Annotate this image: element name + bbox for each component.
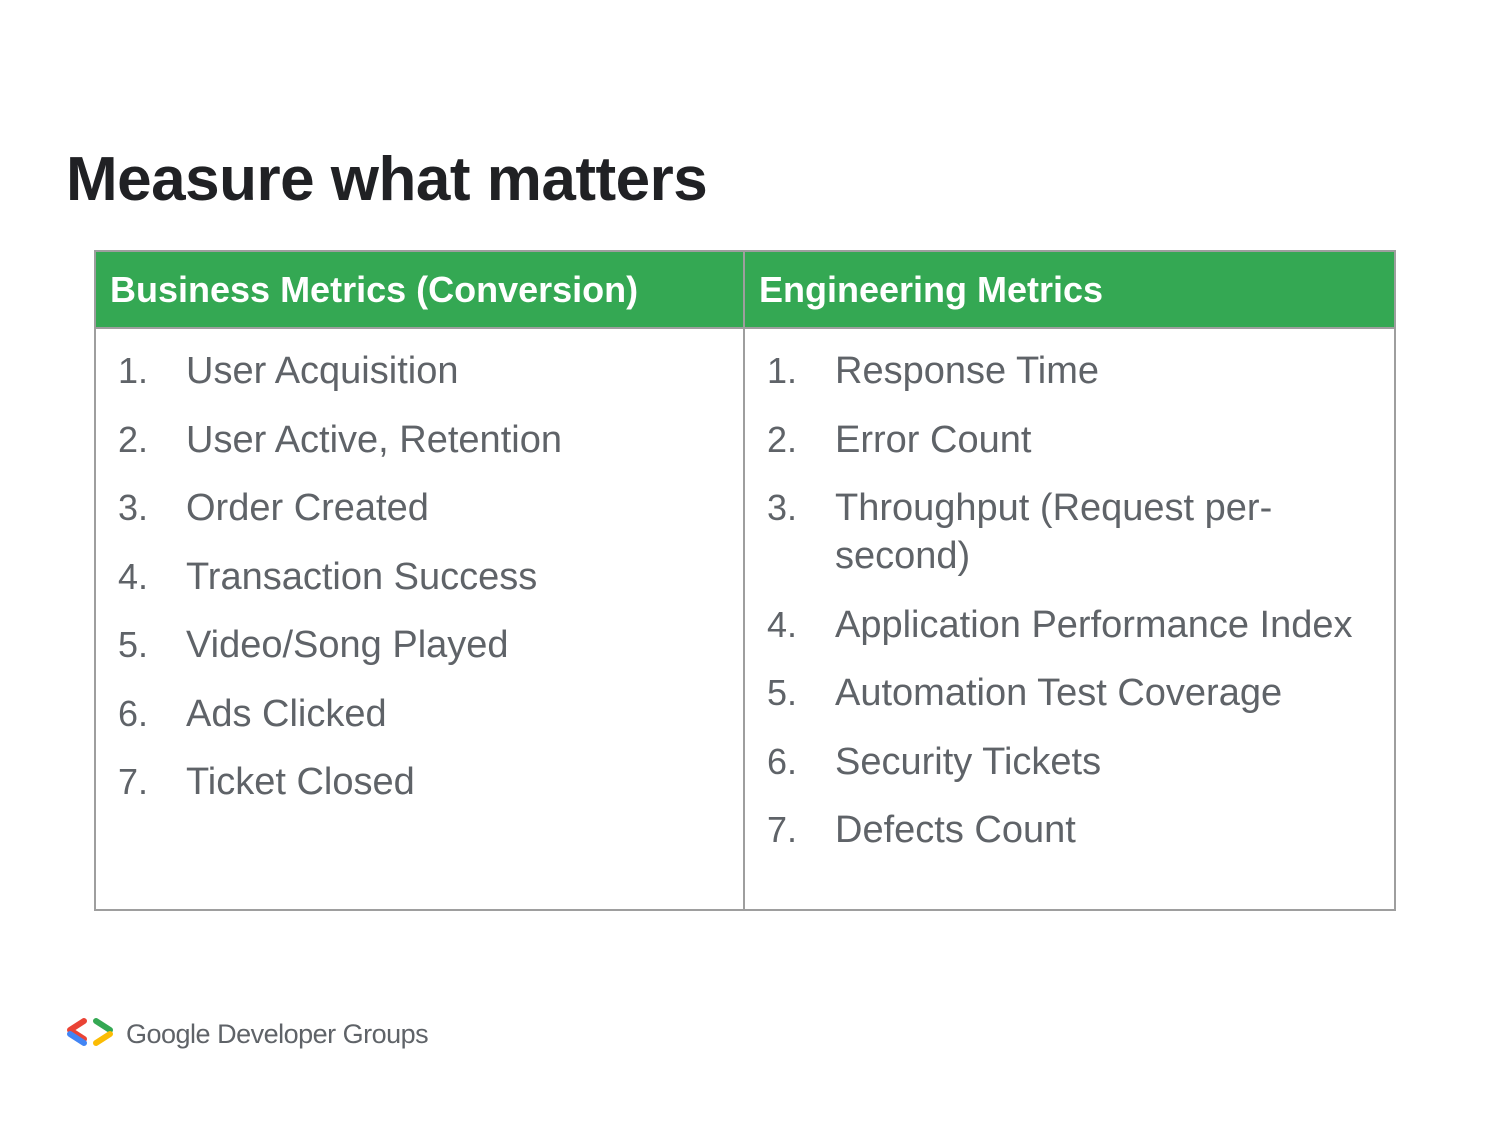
item-text: User Acquisition: [186, 350, 459, 392]
business-metrics-header: Business Metrics (Conversion): [94, 250, 745, 329]
business-metrics-cell: 1. User Acquisition 2. User Active, Rete…: [94, 327, 745, 911]
item-number: 4.: [117, 555, 148, 597]
item-text: Defects Count: [835, 809, 1076, 851]
item-number: 1.: [766, 350, 797, 391]
item-text: Order Created: [186, 487, 429, 529]
list-item: 3. Order Created: [96, 484, 743, 532]
item-number: 3.: [766, 487, 797, 528]
item-text: Transaction Success: [186, 555, 538, 598]
item-number: 6.: [117, 692, 148, 734]
table-body-row: 1. User Acquisition 2. User Active, Rete…: [94, 327, 1396, 911]
footer-logo: Google Developer Groups: [64, 1016, 429, 1052]
item-text: Security Tickets: [835, 740, 1102, 783]
brand-name: Google Developer Groups: [126, 1018, 429, 1049]
list-item: 4. Application Performance Index: [745, 601, 1394, 649]
item-number: 6.: [766, 740, 797, 782]
item-text: User Active, Retention: [186, 418, 562, 461]
list-item: 6. Security Tickets: [745, 738, 1394, 786]
list-item: 3. Throughput (Request per-second): [745, 484, 1394, 580]
item-text: Application Performance Index: [835, 603, 1353, 646]
item-number: 5.: [117, 624, 148, 665]
item-text: Throughput (Request per-second): [835, 487, 1273, 577]
item-number: 7.: [766, 809, 797, 850]
engineering-metrics-list: 1. Response Time 2. Error Count 3. Throu…: [745, 329, 1394, 854]
slide-title: Measure what matters: [66, 145, 708, 214]
item-text: Error Count: [835, 418, 1032, 461]
list-item: 5. Automation Test Coverage: [745, 669, 1394, 717]
item-text: Ticket Closed: [186, 761, 415, 803]
item-number: 7.: [117, 761, 148, 802]
list-item: 1. Response Time: [745, 347, 1394, 395]
gdg-chevrons-icon: [67, 1018, 113, 1046]
item-number: 2.: [117, 418, 148, 460]
list-item: 7. Defects Count: [745, 806, 1394, 854]
list-item: 2. Error Count: [745, 416, 1394, 464]
list-item: 7. Ticket Closed: [96, 758, 743, 806]
item-number: 5.: [766, 672, 797, 713]
item-text: Automation Test Coverage: [835, 672, 1283, 714]
list-item: 5. Video/Song Played: [96, 621, 743, 669]
list-item: 2. User Active, Retention: [96, 416, 743, 464]
list-item: 1. User Acquisition: [96, 347, 743, 395]
engineering-metrics-cell: 1. Response Time 2. Error Count 3. Throu…: [743, 327, 1396, 911]
item-number: 3.: [117, 487, 148, 528]
list-item: 4. Transaction Success: [96, 553, 743, 601]
table-header-row: Business Metrics (Conversion) Engineerin…: [94, 250, 1396, 329]
list-item: 6. Ads Clicked: [96, 690, 743, 738]
metrics-table: Business Metrics (Conversion) Engineerin…: [94, 250, 1396, 911]
item-number: 1.: [117, 350, 148, 391]
item-number: 2.: [766, 418, 797, 460]
item-text: Ads Clicked: [186, 692, 387, 735]
item-number: 4.: [766, 603, 797, 645]
item-text: Response Time: [835, 350, 1100, 392]
business-metrics-list: 1. User Acquisition 2. User Active, Rete…: [96, 329, 743, 806]
engineering-metrics-header: Engineering Metrics: [743, 250, 1396, 329]
item-text: Video/Song Played: [186, 624, 509, 666]
